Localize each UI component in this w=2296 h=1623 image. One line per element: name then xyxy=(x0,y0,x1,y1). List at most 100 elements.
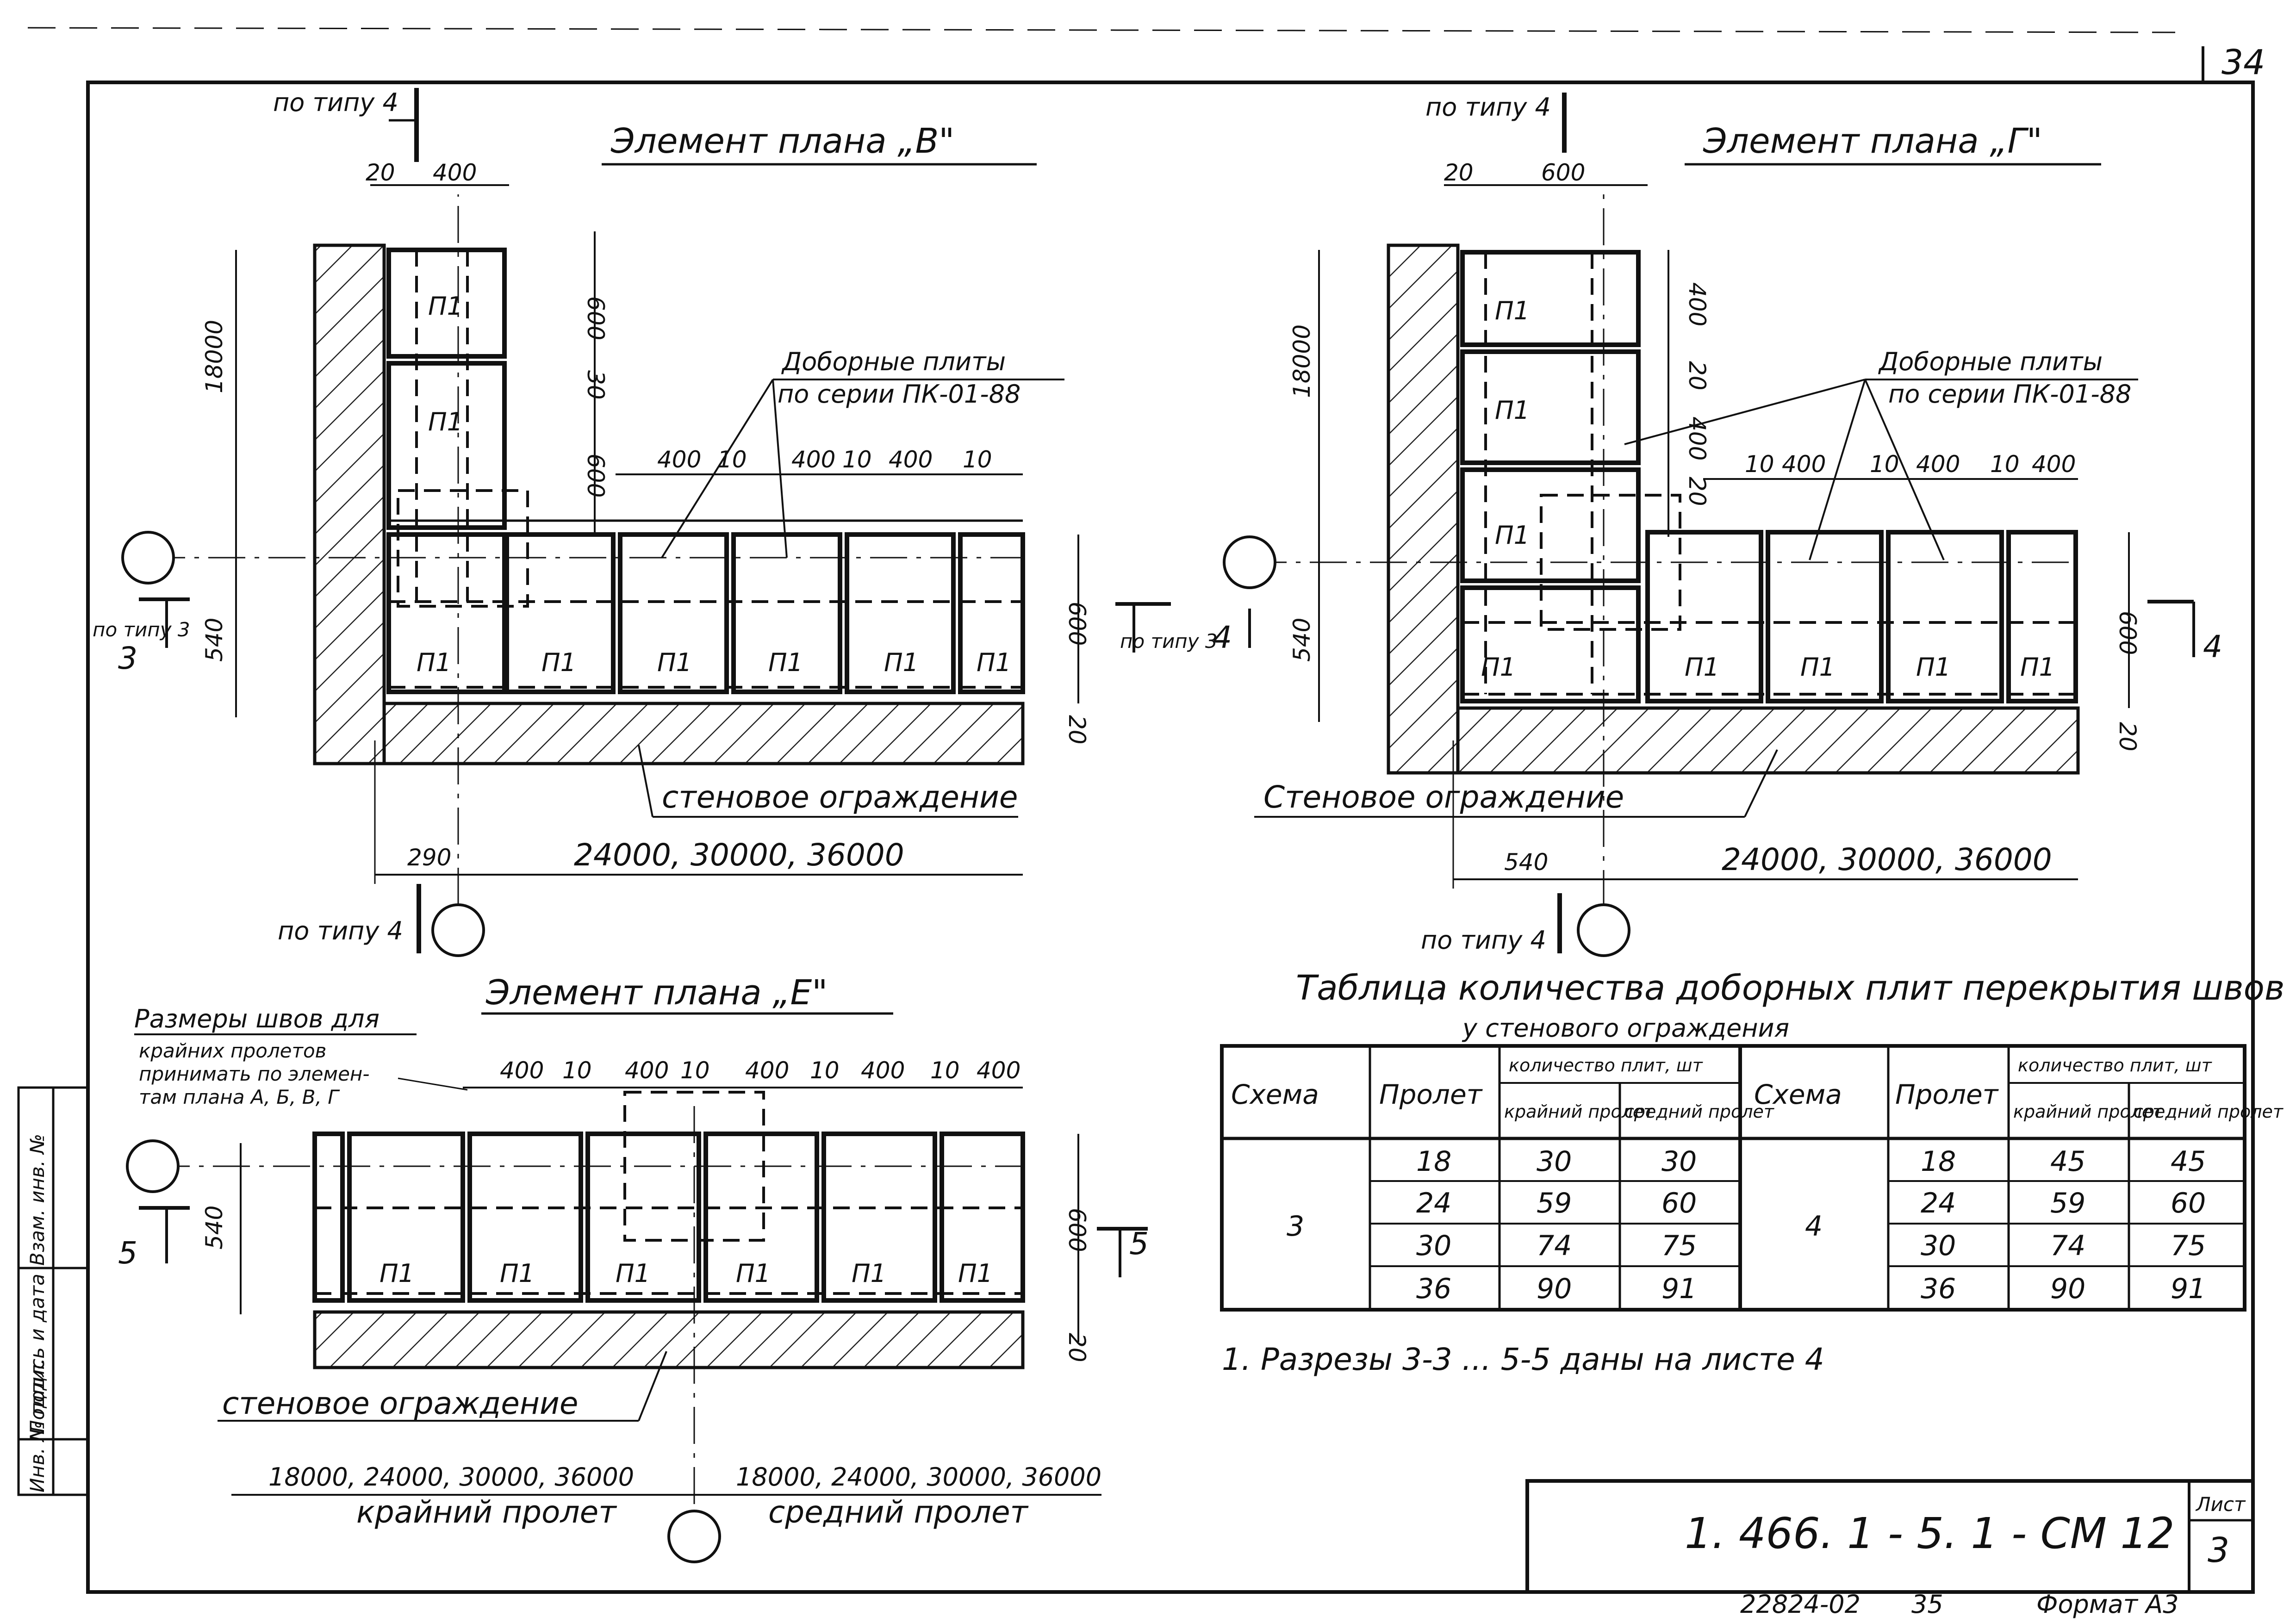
plan-e-slab: П1 xyxy=(736,1259,771,1288)
plan-b-slab: П1 xyxy=(657,648,692,677)
plan-e-slab: П1 xyxy=(616,1259,650,1288)
table-cell: 24 xyxy=(1921,1187,1956,1219)
plan-g-slab: П1 xyxy=(2020,653,2055,682)
table-cell: 30 xyxy=(1537,1145,1572,1178)
table-cell: 60 xyxy=(1661,1187,1697,1219)
plan-e-dim-20: 20 xyxy=(1064,1333,1090,1362)
plan-e-slab: П1 xyxy=(852,1259,886,1288)
plan-b-section-right-ref: по типу 3 xyxy=(1120,630,1218,653)
quantity-table-grid xyxy=(1220,1044,2246,1312)
plan-e-slab: П1 xyxy=(380,1259,414,1288)
side-stamp-replace: Взам. инв. № xyxy=(26,1134,49,1266)
plan-b-dim-spans: 24000, 30000, 36000 xyxy=(574,837,904,873)
plan-g-dim-20: 20 xyxy=(1444,159,1474,186)
plan-g-dim-600: 600 xyxy=(1541,159,1585,186)
list-number: 3 xyxy=(2208,1530,2229,1570)
plan-b-dim-v2: 30 xyxy=(582,370,609,400)
table-cell: 90 xyxy=(1537,1273,1572,1305)
table-title-line1: Таблица количества доборных плит перекры… xyxy=(1296,968,2285,1008)
plan-e-bottom-left-dims: 18000, 24000, 30000, 36000 xyxy=(268,1462,634,1492)
plan-e-axis-marker-left xyxy=(126,1139,180,1193)
plan-b-slab: П1 xyxy=(884,648,919,677)
plan-b-callout-line1: Доборные плиты xyxy=(781,347,1006,376)
plan-g-dim-v1: 400 xyxy=(1684,282,1711,326)
plan-g-axis-marker-left xyxy=(1223,535,1276,589)
plan-b-type-ref-top: по типу 4 xyxy=(273,88,398,117)
plan-b-wall-vertical xyxy=(313,243,386,765)
plan-b-section-number: 3 xyxy=(118,640,137,676)
plan-e-row-dim: 400 xyxy=(745,1057,789,1084)
table-header-middle-right: средний пролет xyxy=(2134,1101,2284,1122)
plan-b-dim-600: 600 xyxy=(1064,602,1090,646)
table-cell: 59 xyxy=(2050,1187,2085,1219)
plan-b-wall-bottom xyxy=(382,702,1025,765)
format-label: Формат А3 xyxy=(2036,1590,2179,1619)
plan-e-slab: П1 xyxy=(958,1259,993,1288)
table-header-span-right: Пролет xyxy=(1895,1079,1999,1110)
plan-g-slab: П1 xyxy=(1916,653,1951,682)
table-cell: 75 xyxy=(1661,1230,1697,1262)
table-header-scheme-right: Схема xyxy=(1754,1079,1842,1110)
plan-g-section-number-left: 4 xyxy=(1213,620,1232,655)
plan-e-dim-540: 540 xyxy=(201,1206,228,1250)
plan-b-slab: П1 xyxy=(977,648,1011,677)
plan-g-dim-v4: 20 xyxy=(1684,477,1711,506)
side-stamp xyxy=(17,1086,89,1496)
plan-g-wall-vertical xyxy=(1387,243,1460,775)
plan-g-dim-540: 540 xyxy=(1288,618,1315,662)
plan-g-title: Элемент плана „Г" xyxy=(1703,121,2042,161)
plan-b-dim-400: 400 xyxy=(433,159,477,186)
title-block xyxy=(1525,1479,2255,1594)
table-cell: 30 xyxy=(1921,1230,1956,1262)
plan-e: Элемент плана „Е" Размеры швов для крайн… xyxy=(118,973,1149,1563)
plan-g-slab: П1 xyxy=(1685,653,1719,682)
plan-b-type-ref-bottom: по типу 4 xyxy=(278,916,403,945)
plan-g-slab: П1 xyxy=(1495,396,1530,425)
table-header-scheme-left: Схема xyxy=(1231,1079,1319,1110)
plan-b-title: Элемент плана „В" xyxy=(610,121,954,161)
plan-b-slab: П1 xyxy=(768,648,803,677)
table-cell: 90 xyxy=(2050,1273,2085,1305)
plan-b-dim-540: 540 xyxy=(201,618,228,662)
table-header-qty-right: количество плит, шт xyxy=(2018,1055,2213,1076)
plan-b-slab: П1 xyxy=(428,292,463,321)
plan-b-slab: П1 xyxy=(541,648,576,677)
plan-b-callout-line2: по серии ПК-01-88 xyxy=(778,379,1020,409)
plan-b-dim-290: 290 xyxy=(407,844,451,871)
plan-b-dim-20: 20 xyxy=(366,159,395,186)
table-header-span-left: Пролет xyxy=(1379,1079,1483,1110)
plan-b-row-dim: 400 xyxy=(657,446,701,473)
plan-e-section-number-left: 5 xyxy=(118,1235,137,1271)
table-cell: 18 xyxy=(1416,1145,1451,1178)
plan-e-row-dim: 10 xyxy=(930,1057,960,1084)
page-number: 34 xyxy=(2221,43,2265,82)
plan-b-row-dim: 400 xyxy=(791,446,835,473)
plan-e-note-4: там плана А, Б, В, Г xyxy=(139,1086,340,1108)
table-header-edge-right: крайний пролет xyxy=(2013,1101,2164,1122)
plan-e-note-1: Размеры швов для xyxy=(134,1004,380,1033)
plan-g-row-dim: 400 xyxy=(2032,451,2076,478)
plan-e-wall-bottom xyxy=(313,1310,1025,1369)
plan-g-dim-20-right: 20 xyxy=(2114,722,2141,752)
plan-e-row-dim: 10 xyxy=(680,1057,710,1084)
plan-g-type-ref-top: по типу 4 xyxy=(1425,93,1551,122)
table-cell: 36 xyxy=(1921,1273,1956,1305)
table-cell: 59 xyxy=(1537,1187,1572,1219)
plan-e-row-dim: 400 xyxy=(500,1057,544,1084)
plan-g-row-dim: 400 xyxy=(1916,451,1960,478)
list-label: Лист xyxy=(2195,1493,2246,1516)
plan-b-axis-marker-bottom xyxy=(431,903,485,957)
side-stamp-sign: Подпись и дата xyxy=(26,1274,49,1435)
plan-b-dim-v1: 600 xyxy=(582,296,609,340)
plan-g-section-number-right: 4 xyxy=(2203,629,2222,665)
table-cell: 91 xyxy=(1661,1273,1697,1305)
plan-g-callout-line1: Доборные плиты xyxy=(1878,347,2103,376)
plan-g-dim-v2: 20 xyxy=(1684,361,1711,391)
doc-code: 1. 466. 1 - 5. 1 - СМ 12 xyxy=(1685,1509,2175,1558)
plan-e-row-dim: 10 xyxy=(562,1057,592,1084)
plan-b-row-dim: 10 xyxy=(963,446,992,473)
table-title-line2: у стенового ограждения xyxy=(1462,1014,1789,1043)
plan-b-dim-20-right: 20 xyxy=(1064,715,1090,745)
plan-e-wall-label: стеновое ограждение xyxy=(222,1386,578,1421)
